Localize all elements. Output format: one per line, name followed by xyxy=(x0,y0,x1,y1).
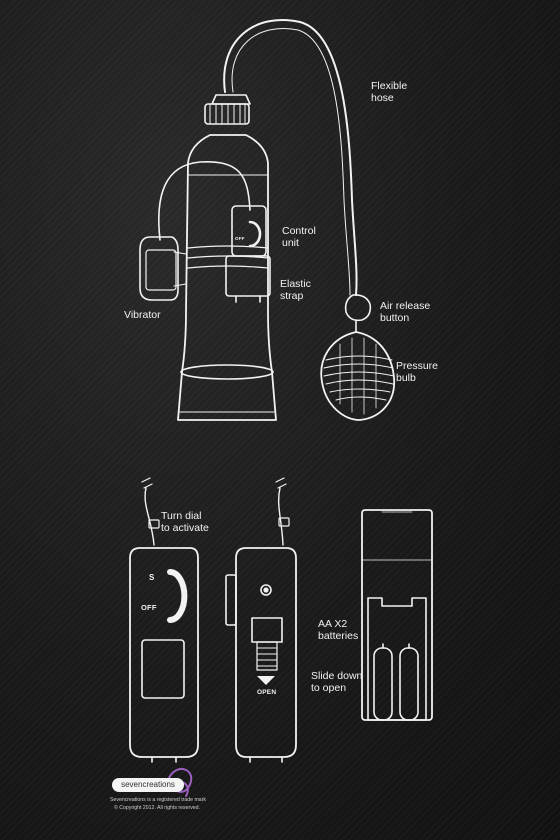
label-turn-dial: Turn dial to activate xyxy=(161,510,209,534)
pressure-bulb xyxy=(320,331,395,421)
vibrator xyxy=(139,236,187,301)
label-vibrator: Vibrator xyxy=(124,309,161,321)
flexible-hose xyxy=(223,19,358,296)
label-slide-down: Slide down to open xyxy=(311,670,363,694)
elastic-strap xyxy=(187,245,269,269)
battery-compartment xyxy=(367,597,427,721)
label-pressure-bulb: Pressure bulb xyxy=(396,360,439,384)
off-mark: OFF xyxy=(141,603,157,612)
label-air-release-button: Air release button xyxy=(380,300,431,324)
trademark-notice: Sevencreations is a registered trade mar… xyxy=(110,797,207,803)
battery-cover xyxy=(361,509,433,721)
copyright-notice: © Copyright 2012. All rights reserved. xyxy=(114,805,200,811)
off-mark-small: OFF xyxy=(235,236,245,241)
side-cable xyxy=(275,477,290,546)
label-control-unit: Control unit xyxy=(282,225,316,249)
air-release-button xyxy=(344,294,372,333)
open-mark: OPEN xyxy=(257,689,277,696)
open-arrow-icon xyxy=(257,676,275,685)
pump-cylinder xyxy=(177,134,277,421)
front-cable xyxy=(141,477,160,546)
speed-mark: S xyxy=(149,573,155,582)
label-flexible-hose: Flexible hose xyxy=(371,80,408,104)
control-unit xyxy=(225,205,271,303)
control-unit-side xyxy=(225,547,297,763)
label-elastic-strap: Elastic strap xyxy=(280,278,311,302)
brand-logo: sevencreations xyxy=(112,778,184,792)
label-batteries: AA X2 batteries xyxy=(318,618,359,642)
control-unit-front xyxy=(129,547,199,763)
pump-cap xyxy=(204,94,251,125)
vibrator-cable xyxy=(158,161,251,241)
